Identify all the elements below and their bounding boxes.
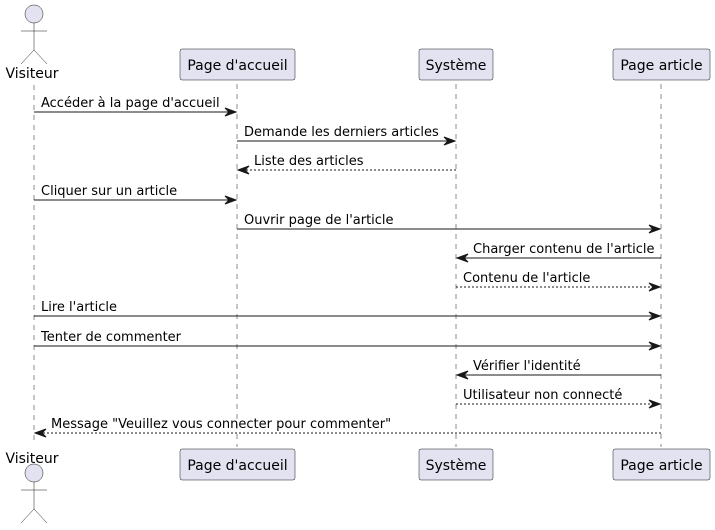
message-4: Cliquer sur un article	[34, 184, 238, 205]
message-label: Vérifier l'identité	[473, 359, 581, 374]
participant-label-article-top: Page article	[620, 58, 702, 74]
participant-label-systeme-bottom: Système	[426, 458, 487, 474]
participant-accueil-bottom: Page d'accueil	[179, 448, 296, 481]
arrowhead-icon	[648, 311, 662, 321]
participant-label-article-bottom: Page article	[620, 458, 702, 474]
actor-leg-right-icon	[33, 508, 48, 524]
participant-box	[418, 48, 494, 81]
participant-box	[612, 448, 711, 481]
message-label: Lire l'article	[41, 300, 117, 315]
message-1: Accéder à la page d'accueil	[34, 96, 238, 117]
participant-label-visiteur-bottom: Visiteur	[5, 451, 58, 467]
actor-visiteur-bottom: Visiteur	[5, 451, 59, 524]
message-6: Charger contenu de l'article	[455, 242, 661, 263]
message-label: Message "Veuillez vous connecter pour co…	[51, 417, 391, 432]
participant-label-accueil-top: Page d'accueil	[187, 58, 287, 74]
participant-box	[418, 448, 494, 481]
message-8: Lire l'article	[34, 300, 662, 321]
arrowhead-icon	[648, 224, 662, 234]
message-3: Liste des articles	[236, 154, 456, 175]
actor-leg-right-icon	[33, 49, 48, 65]
actor-head-icon	[24, 4, 44, 24]
participant-label-accueil-bottom: Page d'accueil	[187, 458, 287, 474]
message-5: Ouvrir page de l'article	[237, 213, 662, 234]
participant-box	[179, 48, 296, 81]
message-label: Charger contenu de l'article	[473, 242, 655, 257]
arrowhead-icon	[33, 428, 47, 438]
message-label: Liste des articles	[254, 154, 364, 169]
message-2: Demande les derniers articles	[237, 125, 457, 146]
arrowhead-icon	[224, 107, 238, 117]
arrowhead-icon	[648, 282, 662, 292]
participant-label-systeme-top: Système	[426, 58, 487, 74]
arrowhead-icon	[224, 195, 238, 205]
participant-box	[612, 48, 711, 81]
message-label: Cliquer sur un article	[41, 184, 177, 199]
message-label: Accéder à la page d'accueil	[41, 96, 220, 111]
participant-accueil-top: Page d'accueil	[179, 48, 296, 81]
arrowhead-icon	[455, 253, 469, 263]
participant-label-visiteur-top: Visiteur	[5, 66, 58, 82]
actor-leg-left-icon	[20, 508, 35, 524]
participant-article-top: Page article	[612, 48, 711, 81]
message-9: Tenter de commenter	[34, 330, 662, 351]
participant-systeme-bottom: Système	[418, 448, 494, 481]
message-label: Ouvrir page de l'article	[244, 213, 394, 228]
message-label: Contenu de l'article	[463, 271, 590, 286]
actor-head-icon	[24, 463, 44, 483]
message-label: Demande les derniers articles	[244, 125, 439, 140]
actor-leg-left-icon	[20, 49, 35, 65]
arrowhead-icon	[455, 370, 469, 380]
message-label: Tenter de commenter	[40, 330, 182, 345]
message-12: Message "Veuillez vous connecter pour co…	[33, 417, 661, 438]
participant-systeme-top: Système	[418, 48, 494, 81]
actor-visiteur-top: Visiteur	[5, 4, 59, 82]
message-label: Utilisateur non connecté	[463, 388, 622, 403]
lifelines	[33, 84, 662, 447]
participant-box	[179, 448, 296, 481]
message-7: Contenu de l'article	[456, 271, 662, 292]
arrowhead-icon	[648, 399, 662, 409]
message-10: Vérifier l'identité	[455, 359, 661, 380]
participant-article-bottom: Page article	[612, 448, 711, 481]
arrowhead-icon	[443, 136, 457, 146]
arrowhead-icon	[236, 165, 250, 175]
message-11: Utilisateur non connecté	[456, 388, 662, 409]
arrowhead-icon	[648, 341, 662, 351]
